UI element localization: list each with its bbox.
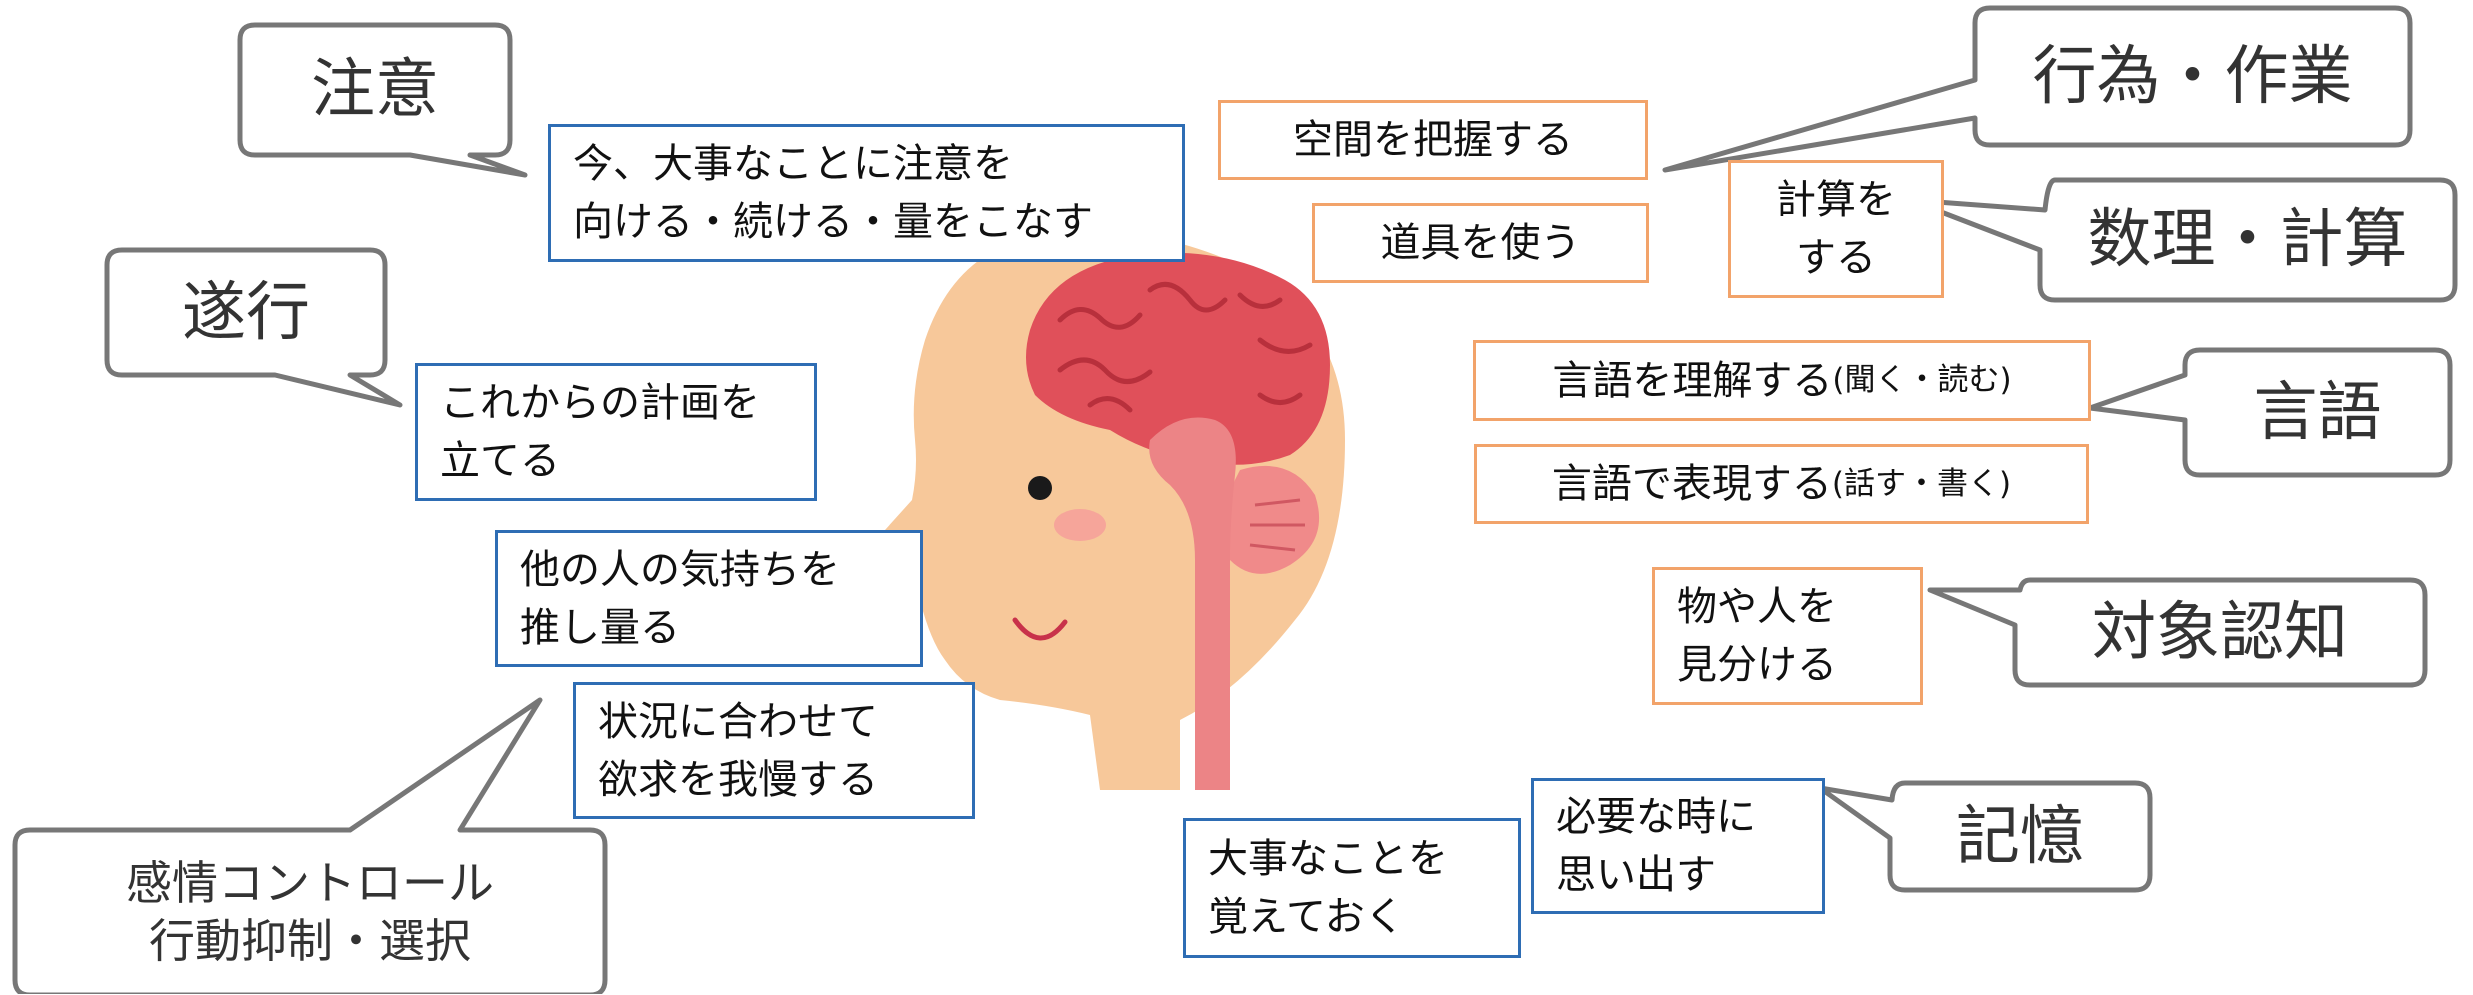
- bubble-math: [1907, 177, 2458, 303]
- head-illustration: [883, 231, 1345, 790]
- mouth: [1012, 617, 1068, 641]
- category-emotion: 感情コントロール 行動抑制・選択: [126, 856, 494, 968]
- bubble-execution: [104, 247, 403, 408]
- category-action: 行為・作業: [2032, 39, 2353, 114]
- lang-express-note: (話す・書く): [1831, 465, 2012, 502]
- eye: [1028, 476, 1052, 500]
- box-recall: 必要な時に 思い出す: [1531, 778, 1825, 914]
- brain-stem: [1149, 417, 1236, 790]
- box-space: 空間を把握する: [1218, 100, 1648, 180]
- box-empathy: 他の人の気持ちを 推し量る: [495, 530, 923, 667]
- brain-cerebellum: [1224, 465, 1320, 574]
- box-lang-understand: 言語を理解する(聞く・読む): [1473, 340, 2091, 421]
- box-tools: 道具を使う: [1312, 203, 1649, 283]
- bubble-action: [1662, 5, 2413, 173]
- box-calc: 計算を する: [1728, 160, 1944, 298]
- bubble-emotion: [12, 697, 608, 994]
- lang-understand-note: (聞く・読む): [1832, 362, 2012, 399]
- lang-express-text: 言語で表現する: [1551, 461, 1832, 507]
- cheek: [1054, 509, 1106, 541]
- box-lang-express: 言語で表現する(話す・書く): [1474, 444, 2089, 524]
- bubble-memory: [1817, 780, 2153, 893]
- box-attention: 今、大事なことに注意を 向ける・続ける・量をこなす: [548, 124, 1185, 262]
- category-execution: 遂行: [182, 275, 310, 350]
- category-math: 数理・計算: [2087, 203, 2408, 277]
- bubble-object: [1927, 577, 2428, 688]
- bubble-language: [2087, 347, 2453, 478]
- box-planning: これからの計画を 立てる: [415, 363, 817, 501]
- box-recognize: 物や人を 見分ける: [1652, 567, 1923, 705]
- category-language: 言語: [2253, 375, 2382, 450]
- bubble-attention: [237, 22, 528, 178]
- category-memory: 記憶: [1956, 799, 2084, 874]
- category-object: 対象認知: [2092, 595, 2348, 670]
- category-attention: 注意: [311, 53, 439, 127]
- box-patience: 状況に合わせて 欲求を我慢する: [573, 682, 975, 819]
- lang-understand-text: 言語を理解する: [1552, 357, 1833, 404]
- box-memorize: 大事なことを 覚えておく: [1183, 818, 1521, 958]
